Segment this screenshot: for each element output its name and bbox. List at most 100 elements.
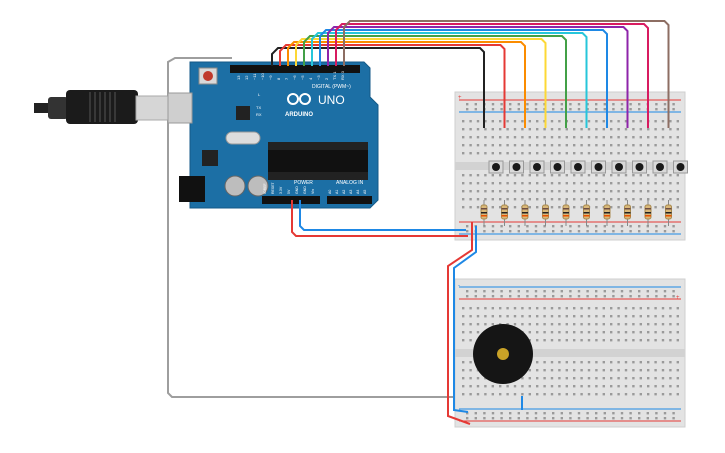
resistor-band bbox=[665, 208, 672, 210]
breadboard-hole bbox=[521, 385, 524, 388]
breadboard-hole bbox=[580, 136, 583, 139]
breadboard-hole bbox=[550, 377, 554, 380]
analog-pin-label: A3 bbox=[349, 190, 353, 194]
breadboard-hole bbox=[543, 307, 546, 310]
rail-hole bbox=[595, 108, 598, 111]
signal-wire bbox=[327, 26, 629, 128]
resistor-band bbox=[624, 208, 631, 210]
rail-hole bbox=[663, 412, 667, 415]
breadboard-hole bbox=[462, 198, 465, 201]
breadboard-hole bbox=[580, 339, 583, 342]
breadboard-hole bbox=[580, 152, 583, 155]
breadboard-hole bbox=[661, 369, 665, 372]
breadboard-hole bbox=[469, 377, 472, 380]
breadboard-hole bbox=[536, 144, 539, 147]
breadboard-hole bbox=[476, 190, 480, 193]
breadboard-hole bbox=[521, 128, 524, 131]
breadboard-hole bbox=[484, 307, 487, 310]
led-rx-label: RX bbox=[256, 112, 262, 117]
push-button-cap bbox=[492, 163, 500, 171]
rail-hole bbox=[586, 412, 589, 415]
push-button-cap bbox=[635, 163, 644, 171]
rail-hole bbox=[466, 417, 469, 420]
breadboard-hole bbox=[573, 377, 576, 380]
breadboard-hole bbox=[669, 331, 672, 334]
breadboard-hole bbox=[536, 323, 539, 326]
breadboard-hole bbox=[602, 331, 605, 334]
breadboard-hole bbox=[654, 331, 657, 334]
breadboard-hole bbox=[462, 136, 465, 139]
rail-hole bbox=[474, 108, 477, 111]
breadboard-hole bbox=[484, 128, 487, 131]
rail-hole bbox=[629, 230, 632, 233]
rail-hole bbox=[466, 290, 469, 293]
breadboard-hole bbox=[536, 174, 539, 177]
power-pin-label: GND bbox=[295, 186, 299, 194]
breadboard-hole bbox=[528, 198, 531, 201]
rail-hole bbox=[646, 412, 649, 415]
rail-hole bbox=[672, 295, 675, 298]
breadboard-hole bbox=[558, 174, 561, 177]
rail-hole bbox=[655, 412, 658, 415]
resistor-band bbox=[522, 208, 528, 210]
breadboard-hole bbox=[462, 393, 465, 396]
breadboard-hole bbox=[610, 136, 613, 139]
rail-hole bbox=[560, 230, 563, 233]
breadboard-hole bbox=[550, 120, 554, 123]
breadboard-hole bbox=[580, 315, 583, 318]
rail-hole bbox=[483, 295, 486, 298]
breadboard-hole bbox=[476, 182, 480, 185]
rail-hole bbox=[638, 417, 641, 420]
rail-hole bbox=[646, 290, 649, 293]
breadboard-hole bbox=[639, 206, 642, 209]
rail-hole bbox=[474, 103, 477, 106]
breadboard-hole bbox=[565, 128, 568, 131]
breadboard-hole bbox=[550, 136, 554, 139]
resistor-band bbox=[501, 215, 508, 217]
breadboard-hole bbox=[639, 315, 642, 318]
breadboard-hole bbox=[499, 198, 502, 201]
breadboard-hole bbox=[513, 144, 517, 147]
breadboard-hole bbox=[573, 120, 576, 123]
breadboard-hole bbox=[676, 385, 679, 388]
breadboard-hole bbox=[654, 369, 657, 372]
breadboard-hole bbox=[573, 323, 576, 326]
push-button-cap bbox=[615, 163, 623, 171]
breadboard-hole bbox=[602, 315, 605, 318]
breadboard-hole bbox=[558, 144, 561, 147]
rail-hole bbox=[620, 103, 624, 106]
breadboard-hole bbox=[654, 144, 657, 147]
breadboard-hole bbox=[558, 152, 561, 155]
rail-hole bbox=[586, 417, 589, 420]
breadboard-hole bbox=[506, 323, 509, 326]
breadboard-hole bbox=[462, 307, 465, 310]
breadboard-hole bbox=[558, 315, 561, 318]
rail-hole bbox=[500, 295, 503, 298]
rail-hole bbox=[500, 417, 503, 420]
resistor-band bbox=[583, 208, 590, 210]
breadboard-hole bbox=[632, 182, 635, 185]
rail-hole bbox=[577, 103, 581, 106]
rail-hole bbox=[629, 412, 632, 415]
breadboard-hole bbox=[647, 393, 650, 396]
breadboard-hole bbox=[558, 120, 561, 123]
breadboard-hole bbox=[624, 315, 628, 318]
breadboard-hole bbox=[676, 361, 679, 364]
breadboard-hole bbox=[462, 190, 465, 193]
breadboard-hole bbox=[617, 144, 620, 147]
breadboard-hole bbox=[602, 369, 605, 372]
breadboard-hole bbox=[550, 144, 554, 147]
breadboard-hole bbox=[528, 152, 531, 155]
breadboard-hole bbox=[624, 198, 628, 201]
rail-hole bbox=[534, 412, 538, 415]
breadboard-hole bbox=[558, 307, 561, 310]
rail-hole bbox=[560, 103, 563, 106]
breadboard-hole bbox=[543, 198, 546, 201]
rail-hole bbox=[638, 108, 641, 111]
breadboard-hole bbox=[521, 198, 524, 201]
rail-hole bbox=[663, 417, 667, 420]
rail-hole bbox=[517, 290, 520, 293]
